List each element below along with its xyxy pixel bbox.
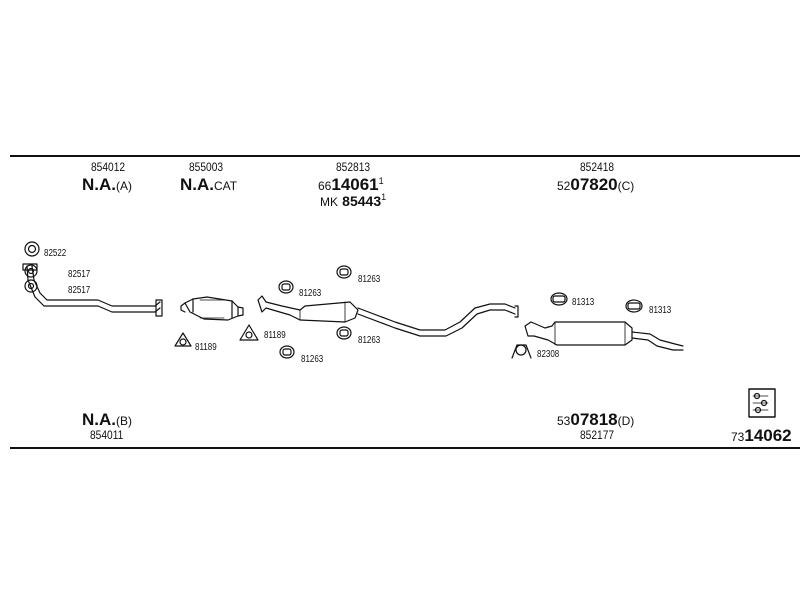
code-7314062-prefix: 73 — [731, 430, 745, 444]
label-81263-d: 81263 — [358, 335, 381, 346]
code-854011: 854011 — [90, 428, 124, 442]
code-5207820-prefix: 52 — [557, 179, 571, 193]
label-81263-c: 81263 — [358, 274, 381, 285]
code-na-b: N.A.(B) — [82, 410, 132, 430]
mounting-kit-icon — [748, 388, 776, 418]
label-81313-a: 81313 — [572, 297, 595, 308]
code-mk-prefix: MK — [320, 195, 338, 209]
code-6614061: 66140611 — [318, 175, 384, 195]
code-852418: 852418 — [580, 160, 615, 174]
top-rule — [10, 155, 800, 157]
hanger-81263-a — [278, 280, 294, 294]
label-82308: 82308 — [537, 349, 560, 360]
code-6614061-main: 14061 — [331, 175, 379, 194]
code-7314062: 7314062 — [731, 426, 792, 446]
hanger-81263-d — [336, 326, 352, 340]
hanger-81313-a — [550, 292, 568, 306]
code-na-cat-main: N.A. — [180, 175, 214, 194]
front-pipe — [22, 263, 163, 317]
gasket-82522 — [24, 241, 40, 257]
label-81313-b: 81313 — [649, 305, 672, 316]
code-na-b-suffix: (B) — [116, 414, 132, 428]
code-mk-sup: 1 — [381, 192, 387, 202]
catalytic-converter — [180, 296, 244, 321]
code-5207820-suffix: (C) — [617, 179, 635, 193]
label-81263-a: 81263 — [299, 288, 322, 299]
rear-silencer — [524, 321, 684, 351]
clamp-82308 — [511, 344, 532, 359]
gasket-81189-b — [239, 324, 259, 341]
code-5307818-prefix: 53 — [557, 414, 571, 428]
code-5207820-main: 07820 — [570, 175, 618, 194]
hanger-81263-b — [279, 345, 295, 359]
code-5307818-main: 07818 — [570, 410, 618, 429]
code-mk-85443: MK 854431 — [320, 192, 386, 210]
clamp-82517-a — [24, 264, 38, 278]
center-pipe — [257, 295, 519, 337]
hanger-81263-c — [336, 265, 352, 279]
code-na-a-main: N.A. — [82, 175, 116, 194]
code-6614061-sup: 1 — [378, 176, 384, 186]
code-mk-main: 85443 — [342, 193, 382, 209]
label-81189-b: 81189 — [264, 330, 286, 341]
label-82522: 82522 — [44, 248, 67, 259]
label-82517-a: 82517 — [68, 269, 91, 280]
code-na-a: N.A.(A) — [82, 175, 132, 195]
clamp-82517-b — [24, 279, 38, 293]
bottom-rule — [10, 447, 800, 449]
code-7314062-main: 14062 — [744, 426, 792, 445]
code-na-b-main: N.A. — [82, 410, 116, 429]
code-6614061-prefix: 66 — [318, 179, 332, 193]
code-854012: 854012 — [91, 160, 126, 174]
gasket-81189-a — [174, 332, 192, 347]
code-na-a-suffix: (A) — [116, 179, 132, 193]
code-855003: 855003 — [189, 160, 224, 174]
label-81189-a: 81189 — [195, 342, 217, 353]
label-82517-b: 82517 — [68, 285, 91, 296]
code-5307818: 5307818(D) — [557, 410, 634, 430]
code-852813: 852813 — [336, 160, 371, 174]
code-852177: 852177 — [580, 428, 615, 442]
code-5207820: 5207820(C) — [557, 175, 634, 195]
code-5307818-suffix: (D) — [617, 414, 635, 428]
hanger-81313-b — [625, 299, 643, 313]
code-na-cat-suffix: CAT — [214, 179, 238, 193]
label-81263-b: 81263 — [301, 354, 324, 365]
code-na-cat: N.A.CAT — [180, 175, 237, 195]
